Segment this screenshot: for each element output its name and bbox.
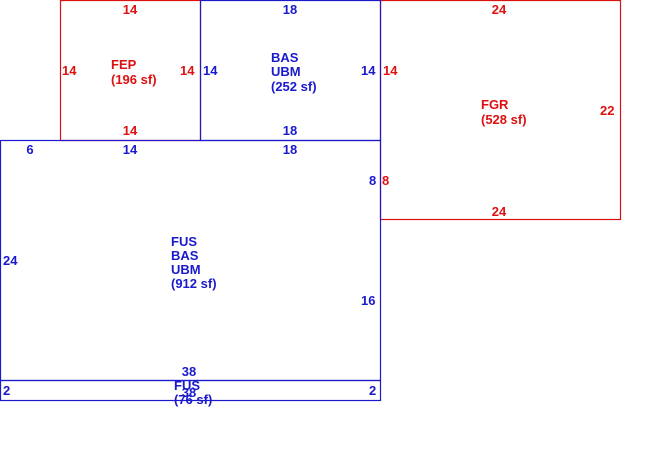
fep-code-label: FEP	[111, 57, 137, 72]
bas-upper-area: (252 sf)	[271, 79, 317, 94]
main-top-right-dimension: 18	[283, 142, 297, 157]
fgr-left-dimension: 14	[383, 63, 398, 78]
fgr-code-label: FGR	[481, 97, 509, 112]
main-right-dimension: 16	[361, 293, 375, 308]
fgr-right-dimension: 22	[600, 103, 614, 118]
fep-area-label: (196 sf)	[111, 72, 157, 87]
main-bottom-dimension: 38	[182, 364, 196, 379]
fus-strip-code: FUS	[174, 378, 200, 393]
main-top-mid-dimension: 14	[123, 142, 138, 157]
fgr-bottom-dimension: 24	[492, 204, 507, 219]
strip-left-dimension: 2	[3, 383, 10, 398]
fus-main-line2: BAS	[171, 248, 199, 263]
fep-top-dimension: 14	[123, 2, 138, 17]
strip-right-dimension: 2	[369, 383, 376, 398]
bas-upper-line1: BAS	[271, 50, 299, 65]
bas-left-dimension: 14	[203, 63, 218, 78]
fep-bottom-dimension: 14	[123, 123, 138, 138]
bas-right-dimension: 14	[361, 63, 376, 78]
strip-bottom-dimension: 38	[182, 385, 196, 400]
fep-left-dimension: 14	[62, 63, 77, 78]
fgr-top-dimension: 24	[492, 2, 507, 17]
fgr-area-label: (528 sf)	[481, 112, 527, 127]
main-left-dimension: 24	[3, 253, 18, 268]
bas-top-dimension: 18	[283, 2, 297, 17]
fus-main-line1: FUS	[171, 234, 197, 249]
bas-bottom-dimension: 18	[283, 123, 297, 138]
main-notch-dimension: 8	[369, 173, 376, 188]
fus-strip-outline	[0, 379, 382, 402]
main-top-left-dimension: 6	[26, 142, 33, 157]
fus-main-line3: UBM	[171, 262, 201, 277]
bas-upper-line2: UBM	[271, 64, 301, 79]
fep-right-dimension: 14	[180, 63, 195, 78]
fus-strip-area: (76 sf)	[174, 392, 212, 407]
fus-main-area: (912 sf)	[171, 276, 217, 291]
fgr-notch-dimension: 8	[382, 173, 389, 188]
